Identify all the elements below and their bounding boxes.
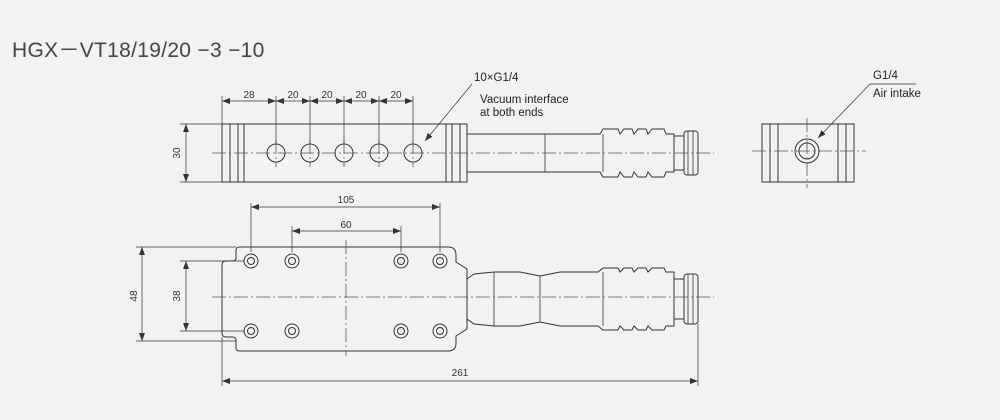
- vacuum-label-line1: Vacuum interface: [480, 94, 569, 106]
- dim-105: 105: [338, 195, 355, 206]
- dim-20-3: 20: [355, 90, 367, 101]
- drawing-title: HGX－VT18/19/20 −3 −10: [12, 39, 265, 62]
- intake-callout: G1/4: [873, 70, 899, 82]
- side-silencer: [466, 128, 675, 178]
- ports-leader: [424, 83, 473, 142]
- intake-label: Air intake: [873, 88, 921, 100]
- mounting-holes: [243, 253, 448, 339]
- dim-48: 48: [129, 290, 140, 302]
- dim-20-2: 20: [321, 90, 333, 101]
- end-view: G1/4 Air intake: [752, 70, 921, 188]
- dim-20-1: 20: [287, 90, 299, 101]
- dim-261: 261: [452, 368, 469, 379]
- vacuum-label-line2: at both ends: [480, 107, 544, 119]
- ports-callout: 10×G1/4: [474, 72, 519, 84]
- dim-28: 28: [243, 90, 255, 101]
- side-view: 28 20 20 20 20 30 10×G1/4 Vacuum interfa…: [172, 72, 714, 183]
- dim-30: 30: [172, 147, 183, 159]
- plan-silencer: [466, 267, 675, 331]
- intake-leader: [817, 83, 871, 139]
- plan-body: [221, 246, 468, 352]
- plan-fitting: [683, 273, 699, 325]
- dim-20-4: 20: [390, 90, 402, 101]
- dim-38: 38: [172, 290, 183, 302]
- end-body: [761, 123, 855, 183]
- dim-60: 60: [340, 220, 352, 231]
- plan-view: 105 60 48 38 261: [129, 195, 714, 386]
